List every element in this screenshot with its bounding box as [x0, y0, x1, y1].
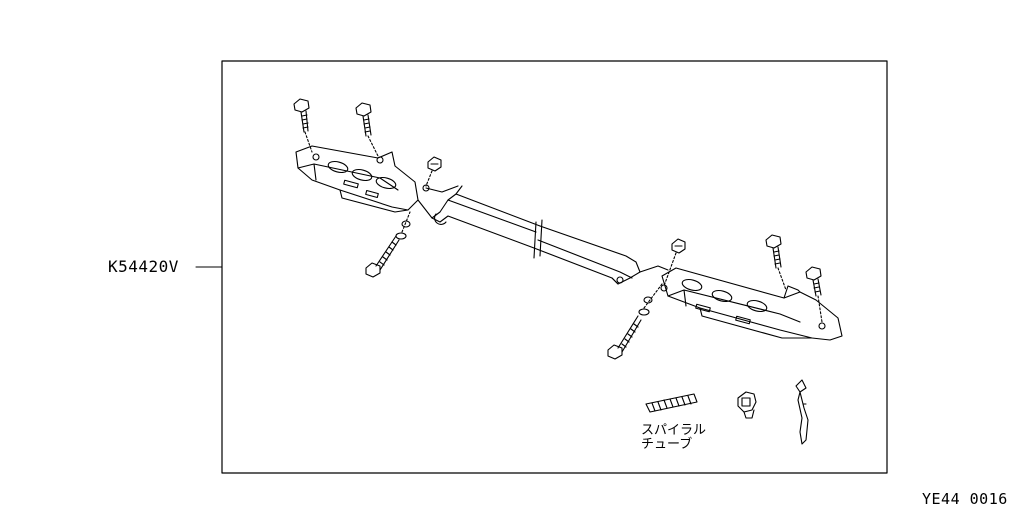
spiral-tube — [646, 394, 697, 412]
reference-code: YE44 0016 — [922, 490, 1008, 508]
diagram-frame — [222, 61, 887, 473]
bolt-right-2 — [806, 267, 822, 322]
bolt-top-left-2 — [356, 103, 378, 156]
spiral-tube-label-line2: チューブ — [641, 437, 693, 452]
strap-part — [796, 380, 808, 444]
right-bracket — [661, 268, 842, 340]
nut-top-left — [426, 157, 441, 186]
bolt-lower-right — [608, 284, 662, 359]
clip-part — [738, 392, 756, 418]
bolt-right-1 — [766, 235, 786, 290]
left-bracket — [296, 146, 429, 212]
center-bar — [418, 186, 668, 284]
nut-right-center — [664, 239, 685, 286]
bolt-top-left-1 — [294, 99, 312, 152]
part-number-label: K54420V — [108, 257, 179, 276]
spiral-tube-label-line1: スパイラル — [641, 423, 707, 438]
bolt-lower-left — [366, 212, 410, 277]
